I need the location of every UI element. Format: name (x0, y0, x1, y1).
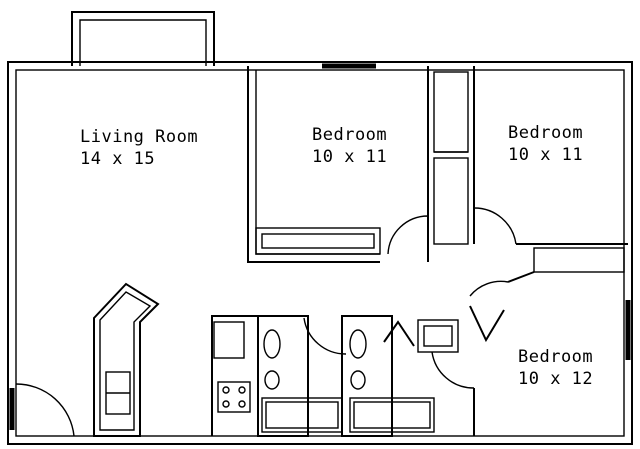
room-size: 10 x 12 (518, 369, 594, 389)
room-size: 14 x 15 (80, 149, 156, 169)
room-size: 10 x 11 (508, 145, 584, 165)
hall-closets (427, 66, 475, 262)
bathroom-1 (257, 315, 343, 437)
kitchen-peninsula (93, 282, 160, 437)
room-name: Bedroom (312, 125, 388, 145)
kitchen (211, 315, 258, 436)
bedroom-closet (255, 227, 381, 255)
room-name: Bedroom (508, 123, 584, 143)
utility-closet (417, 319, 459, 353)
room-size: 10 x 11 (312, 147, 388, 167)
room-label-bedroom-1: Bedroom 10 x 11 (312, 124, 387, 168)
balcony (71, 11, 215, 66)
room-name: Living Room (80, 127, 199, 147)
room-label-living-room: Living Room 14 x 15 (80, 126, 198, 170)
bathroom-2 (341, 315, 435, 437)
doors (15, 207, 517, 437)
room-label-bedroom-2: Bedroom 10 x 11 (508, 122, 583, 166)
bedroom-partitions (473, 243, 628, 436)
room-name: Bedroom (518, 347, 594, 367)
room-label-bedroom-3: Bedroom 10 x 12 (518, 346, 593, 390)
